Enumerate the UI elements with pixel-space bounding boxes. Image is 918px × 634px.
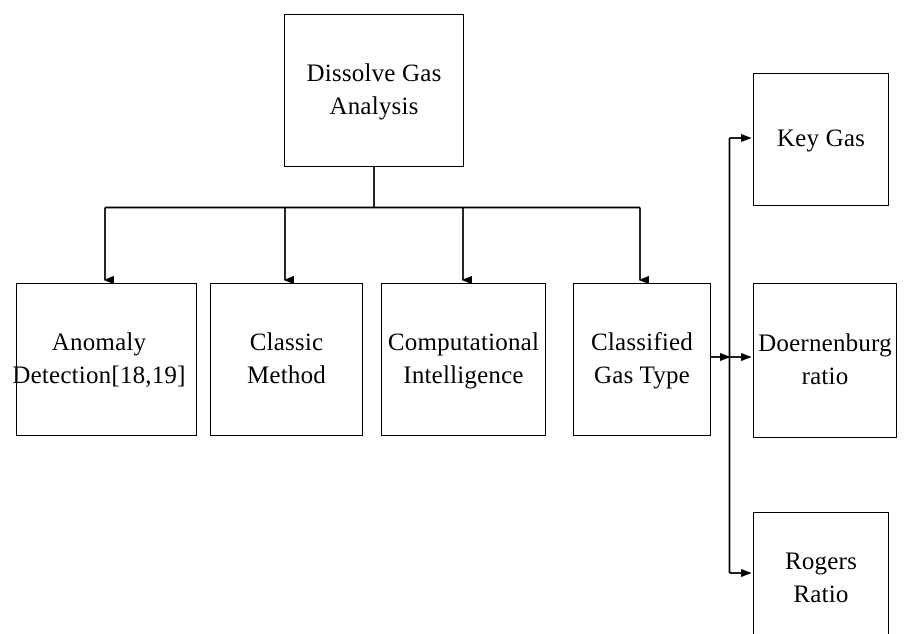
node-label: Classified Gas Type [591, 329, 693, 389]
node-dissolve-gas-analysis[interactable]: Dissolve Gas Analysis [284, 14, 464, 167]
node-classic-method[interactable]: Classic Method [210, 283, 363, 436]
node-rogers-ratio[interactable]: Rogers Ratio [753, 512, 889, 634]
node-anomaly-detection[interactable]: Anomaly Detection[18,19] [12, 283, 197, 436]
node-label: Rogers Ratio [784, 548, 858, 608]
node-label: Anomaly Detection[18,19] [12, 329, 186, 389]
node-label: Key Gas [776, 125, 866, 153]
node-key-gas[interactable]: Key Gas [753, 73, 889, 206]
node-label: Dissolve Gas Analysis [306, 60, 442, 120]
node-label: Classic Method [247, 329, 326, 389]
node-computational-intelligence[interactable]: Computational Intelligence [381, 283, 546, 436]
node-label: Doernenburg ratio [758, 330, 892, 390]
node-label: Computational Intelligence [387, 329, 540, 389]
node-classified-gas-type[interactable]: Classified Gas Type [573, 283, 711, 436]
node-doernenburg-ratio[interactable]: Doernenburg ratio [753, 283, 897, 438]
